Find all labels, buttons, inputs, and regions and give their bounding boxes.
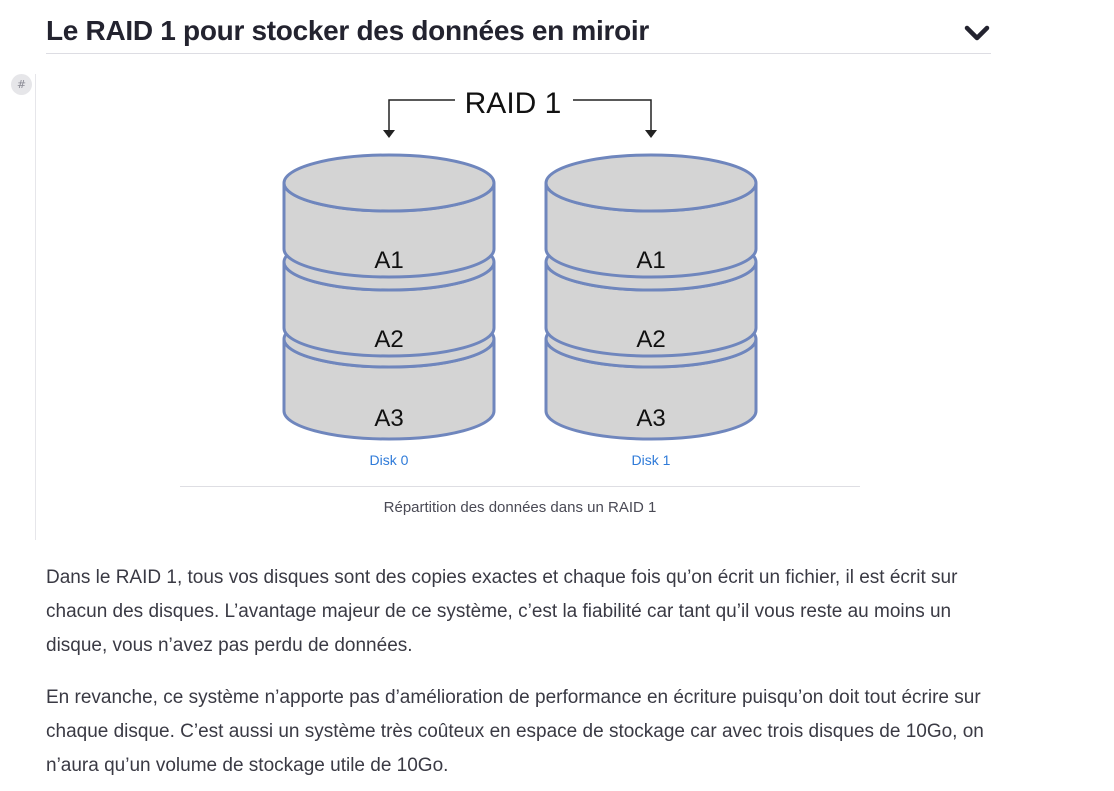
paragraph-raid1-description: Dans le RAID 1, tous vos disques sont de… xyxy=(46,567,958,656)
left-arrowhead xyxy=(383,130,395,138)
disk-0-top xyxy=(282,153,496,213)
disk-0-block-a3: A3 xyxy=(374,405,403,432)
section-header[interactable]: Le RAID 1 pour stocker des données en mi… xyxy=(46,0,991,54)
paragraph-raid1-drawbacks: En revanche, ce système n’apporte pas d’… xyxy=(46,687,984,776)
raid1-diagram: RAID 1 A1 A2 A3 Disk 0 xyxy=(282,87,758,468)
block-divider xyxy=(35,74,36,540)
disk-1-block-a1: A1 xyxy=(636,247,665,274)
left-arrow xyxy=(388,99,455,133)
disk-0-block-a1: A1 xyxy=(374,247,403,274)
right-arrow xyxy=(573,99,652,133)
figure-caption: Répartition des données dans un RAID 1 xyxy=(383,499,657,516)
arrows xyxy=(383,99,657,138)
disk-1: A1 A2 A3 Disk 1 xyxy=(544,153,758,468)
disk-0-block-a2: A2 xyxy=(374,326,403,353)
right-arrowhead xyxy=(645,130,657,138)
anchor-link[interactable]: # xyxy=(11,74,32,95)
disk-0-label: Disk 0 xyxy=(370,452,409,468)
chevron-down-icon[interactable] xyxy=(963,22,991,44)
disk-0: A1 A2 A3 Disk 0 xyxy=(282,153,496,468)
disk-1-block-a2: A2 xyxy=(636,326,665,353)
raid1-figure: RAID 1 A1 A2 A3 Disk 0 xyxy=(180,76,860,526)
disk-1-block-a3: A3 xyxy=(636,405,665,432)
diagram-title: RAID 1 xyxy=(465,87,562,120)
disk-1-top xyxy=(544,153,758,213)
figure-divider xyxy=(180,486,860,487)
section-title: Le RAID 1 pour stocker des données en mi… xyxy=(46,15,649,46)
disk-1-label: Disk 1 xyxy=(632,452,671,468)
